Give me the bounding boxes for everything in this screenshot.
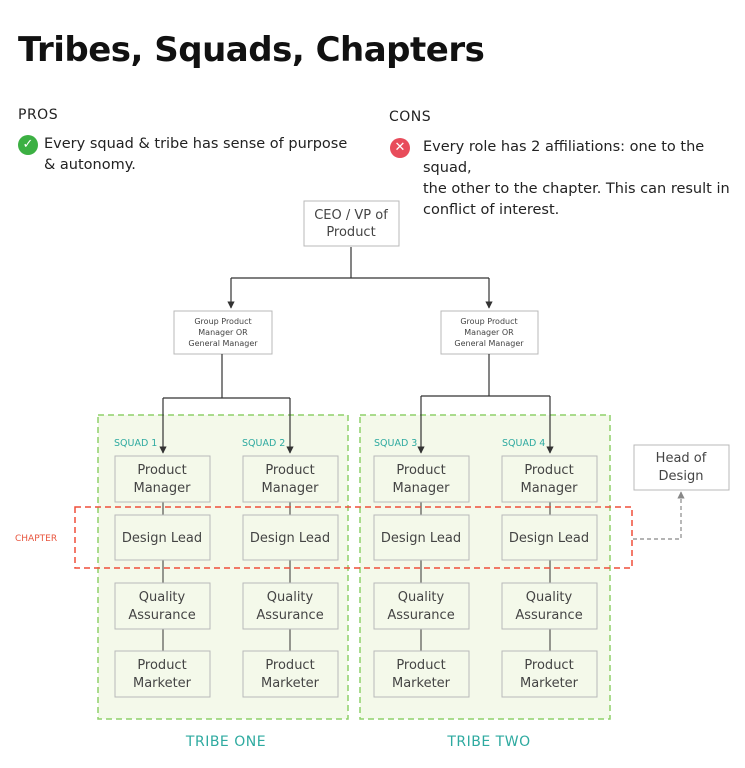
pros-line: Every squad & tribe has sense of purpose <box>44 136 348 152</box>
group-manager-1-line: Manager OR <box>198 328 248 337</box>
role-line: Manager <box>262 481 320 496</box>
pros-line: & autonomy. <box>44 157 136 173</box>
role-line: Product <box>265 658 314 673</box>
role-line: Quality <box>139 590 186 605</box>
role-line: Quality <box>398 590 445 605</box>
role-line: Marketer <box>133 676 192 691</box>
tribe-label: TRIBE TWO <box>446 734 530 750</box>
role-line: Manager <box>521 481 579 496</box>
role-line: Assurance <box>128 608 195 623</box>
role-box <box>501 455 598 503</box>
role-box <box>373 650 470 698</box>
group-manager-2-line: General Manager <box>454 339 524 348</box>
role-line: Product <box>137 463 186 478</box>
role-line: Manager <box>393 481 451 496</box>
role-line: Design Lead <box>509 531 589 546</box>
role-box <box>114 582 211 630</box>
role-line: Marketer <box>261 676 320 691</box>
head-of-design-line: Design <box>659 469 704 484</box>
x-circle-icon: ✕ <box>390 138 410 158</box>
role-box <box>501 514 598 561</box>
cons-label: CONS <box>389 109 432 125</box>
role-box <box>114 455 211 503</box>
role-line: Product <box>524 658 573 673</box>
head-of-design-box <box>633 444 730 491</box>
pros-text: Every squad & tribe has sense of purpose… <box>44 134 347 176</box>
cons-line: conflict of interest. <box>423 202 560 218</box>
role-box <box>373 455 470 503</box>
group-manager-1-line: Group Product <box>194 317 251 326</box>
ceo-line: Product <box>326 225 375 240</box>
role-line: Design Lead <box>250 531 330 546</box>
pros-label: PROS <box>18 107 59 123</box>
role-box <box>373 514 470 561</box>
squad-label: SQUAD 4 <box>502 438 545 449</box>
role-line: Product <box>524 463 573 478</box>
role-box <box>114 514 211 561</box>
role-box <box>242 455 339 503</box>
ceo-box <box>303 200 400 247</box>
role-line: Product <box>396 463 445 478</box>
ceo-connector <box>231 247 489 279</box>
role-line: Quality <box>526 590 573 605</box>
check-circle-icon: ✓ <box>18 135 38 155</box>
role-line: Product <box>137 658 186 673</box>
role-box <box>242 582 339 630</box>
role-line: Assurance <box>515 608 582 623</box>
group-manager-1-line: General Manager <box>188 339 258 348</box>
cons-line: the other to the chapter. This can resul… <box>423 181 730 197</box>
head-of-design-connector <box>633 491 685 540</box>
role-box <box>242 650 339 698</box>
page-title: Tribes, Squads, Chapters <box>18 30 485 70</box>
cons-line: Every role has 2 affiliations: one to th… <box>423 139 705 176</box>
role-line: Quality <box>267 590 314 605</box>
role-line: Manager <box>134 481 192 496</box>
group-manager-box-1 <box>173 310 273 355</box>
role-line: Design Lead <box>381 531 461 546</box>
role-line: Design Lead <box>122 531 202 546</box>
group-manager-box-2 <box>440 310 539 355</box>
squad-label: SQUAD 3 <box>374 438 417 449</box>
role-box <box>373 582 470 630</box>
role-line: Assurance <box>387 608 454 623</box>
cons-text: Every role has 2 affiliations: one to th… <box>423 137 745 221</box>
squad-label: SQUAD 2 <box>242 438 285 449</box>
role-line: Assurance <box>256 608 323 623</box>
role-line: Marketer <box>520 676 579 691</box>
chapter-band <box>74 506 633 569</box>
group-manager-2-line: Group Product <box>460 317 517 326</box>
role-box <box>114 650 211 698</box>
tribe-two-connector <box>421 354 550 397</box>
role-line: Marketer <box>392 676 451 691</box>
role-box <box>501 650 598 698</box>
role-line: Product <box>396 658 445 673</box>
head-of-design-line: Head of <box>656 451 707 466</box>
squad-label: SQUAD 1 <box>114 438 157 449</box>
role-box <box>501 582 598 630</box>
chapter-label: CHAPTER <box>15 534 57 544</box>
role-line: Product <box>265 463 314 478</box>
tribe-one-connector <box>163 354 290 399</box>
group-manager-2-line: Manager OR <box>464 328 514 337</box>
role-box <box>242 514 339 561</box>
tribe-label: TRIBE ONE <box>185 734 266 750</box>
ceo-line: CEO / VP of <box>314 208 388 223</box>
